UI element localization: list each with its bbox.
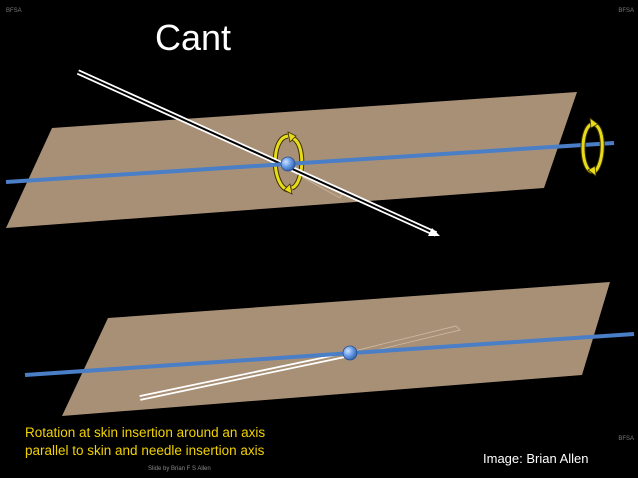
- caption-line-1: Rotation at skin insertion around an axi…: [25, 425, 266, 440]
- axis-rotation-arrow-icon: [580, 117, 605, 177]
- image-credit: Image: Brian Allen: [483, 451, 589, 466]
- axis-line-bottom: [24, 332, 635, 377]
- slide-title: Cant: [155, 17, 232, 58]
- needle-top: [76, 69, 440, 237]
- slide-credit: Slide by Brian F S Allen: [148, 466, 211, 472]
- watermark-top-right: BFSA: [618, 8, 634, 14]
- caption-line-2: parallel to skin and needle insertion ax…: [25, 443, 265, 458]
- axis-line-top: [5, 141, 615, 184]
- skin-plane-bottom: [62, 282, 610, 416]
- needle-bottom: [139, 351, 351, 401]
- watermark-right: BFSA: [618, 436, 634, 442]
- pivot-point-icon: [342, 345, 358, 361]
- pivot-point-icon: [280, 156, 296, 172]
- caption: Rotation at skin insertion around an axi…: [25, 424, 265, 460]
- watermark-top-left: BFSA: [6, 8, 22, 14]
